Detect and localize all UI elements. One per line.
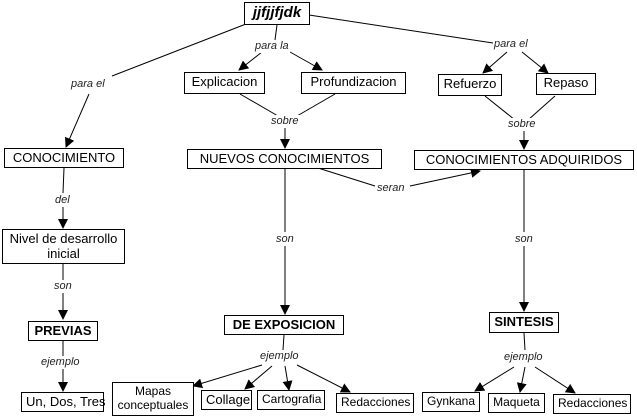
concept-previas[interactable]: PREVIAS bbox=[28, 321, 98, 341]
edge-ejemplo-maqueta bbox=[516, 366, 527, 393]
concept-gynkana[interactable]: Gynkana bbox=[422, 392, 480, 412]
edge-explicacion-sobre bbox=[239, 93, 279, 117]
concept-nuevos-conocimientos[interactable]: NUEVOS CONOCIMIENTOS bbox=[187, 149, 382, 169]
edge-para-la-explicacion bbox=[238, 51, 263, 71]
concept-profundizacion[interactable]: Profundizacion bbox=[301, 72, 406, 94]
link-son-exposicion: son bbox=[275, 233, 295, 246]
edge-refuerzo-sobre bbox=[484, 95, 516, 121]
edge-profundizacion-sobre bbox=[296, 93, 336, 117]
concept-collage[interactable]: Collage bbox=[201, 390, 252, 410]
edge-para-la-profundizacion bbox=[289, 51, 323, 71]
link-ejemplo-previas: ejemplo bbox=[40, 356, 81, 369]
edge-exposicion-ejemplo bbox=[282, 334, 285, 351]
concept-nivel-desarrollo[interactable]: Nivel de desarrollo inicial bbox=[2, 229, 125, 264]
concept-sintesis[interactable]: SINTESIS bbox=[489, 312, 559, 333]
edge-nuevos-seran bbox=[317, 167, 376, 187]
edge-ejemplo-gynkana bbox=[474, 366, 515, 392]
edge-ejemplo-collage bbox=[244, 365, 273, 390]
edge-ejemplo-cartografia bbox=[282, 365, 293, 391]
link-son-previas: son bbox=[53, 280, 73, 293]
concept-mapas-conceptuales[interactable]: Mapas conceptuales bbox=[112, 382, 194, 416]
edge-conocimiento-del bbox=[62, 167, 65, 194]
concept-refuerzo[interactable]: Refuerzo bbox=[438, 74, 502, 96]
edge-sintesis-ejemplo bbox=[523, 332, 526, 351]
edge-ejemplo-redacciones1 bbox=[296, 364, 351, 393]
link-para-la: para la bbox=[254, 40, 290, 53]
link-para-el-right: para el bbox=[493, 38, 529, 51]
link-son-sintesis: son bbox=[514, 233, 534, 246]
concept-conocimiento[interactable]: CONOCIMIENTO bbox=[4, 148, 124, 168]
link-sobre-nuevos: sobre bbox=[270, 115, 300, 128]
edge-para-el-refuerzo bbox=[482, 51, 508, 74]
link-ejemplo-sintesis: ejemplo bbox=[503, 351, 544, 364]
concept-conocimientos-adquiridos[interactable]: CONOCIMIENTOS ADQUIRIDOS bbox=[414, 150, 634, 170]
concept-repaso[interactable]: Repaso bbox=[536, 73, 596, 95]
edge-root-para-el-left bbox=[111, 23, 247, 77]
edge-root-para-el-right bbox=[308, 14, 494, 44]
concept-redacciones-sintesis[interactable]: Redacciones bbox=[553, 394, 631, 414]
concept-de-exposicion[interactable]: DE EXPOSICION bbox=[224, 315, 344, 335]
edge-root-para-la bbox=[274, 24, 278, 41]
link-ejemplo-exposicion: ejemplo bbox=[259, 350, 300, 363]
link-del: del bbox=[54, 194, 71, 207]
concept-cartografia[interactable]: Cartografia bbox=[257, 390, 325, 410]
concept-redacciones-exposicion[interactable]: Redacciones bbox=[336, 393, 414, 413]
link-sobre-adquiridos: sobre bbox=[507, 118, 537, 131]
link-seran: seran bbox=[376, 182, 406, 195]
edge-repaso-sobre bbox=[527, 95, 556, 121]
edge-ejemplo-redacciones2 bbox=[534, 366, 576, 394]
concept-maqueta[interactable]: Maqueta bbox=[488, 393, 545, 413]
concept-explicacion[interactable]: Explicacion bbox=[184, 72, 265, 94]
concept-un-dos-tres[interactable]: Un, Dos, Tres bbox=[21, 392, 105, 412]
edge-seran-adquiridos bbox=[409, 167, 481, 187]
edge-para-el-repaso bbox=[521, 51, 549, 74]
edge-para-el-conocimiento bbox=[64, 93, 90, 148]
link-para-el-left: para el bbox=[70, 78, 106, 91]
concept-root[interactable]: jjfjjfjdk bbox=[244, 2, 310, 25]
edge-ejemplo-mapas bbox=[192, 364, 263, 389]
